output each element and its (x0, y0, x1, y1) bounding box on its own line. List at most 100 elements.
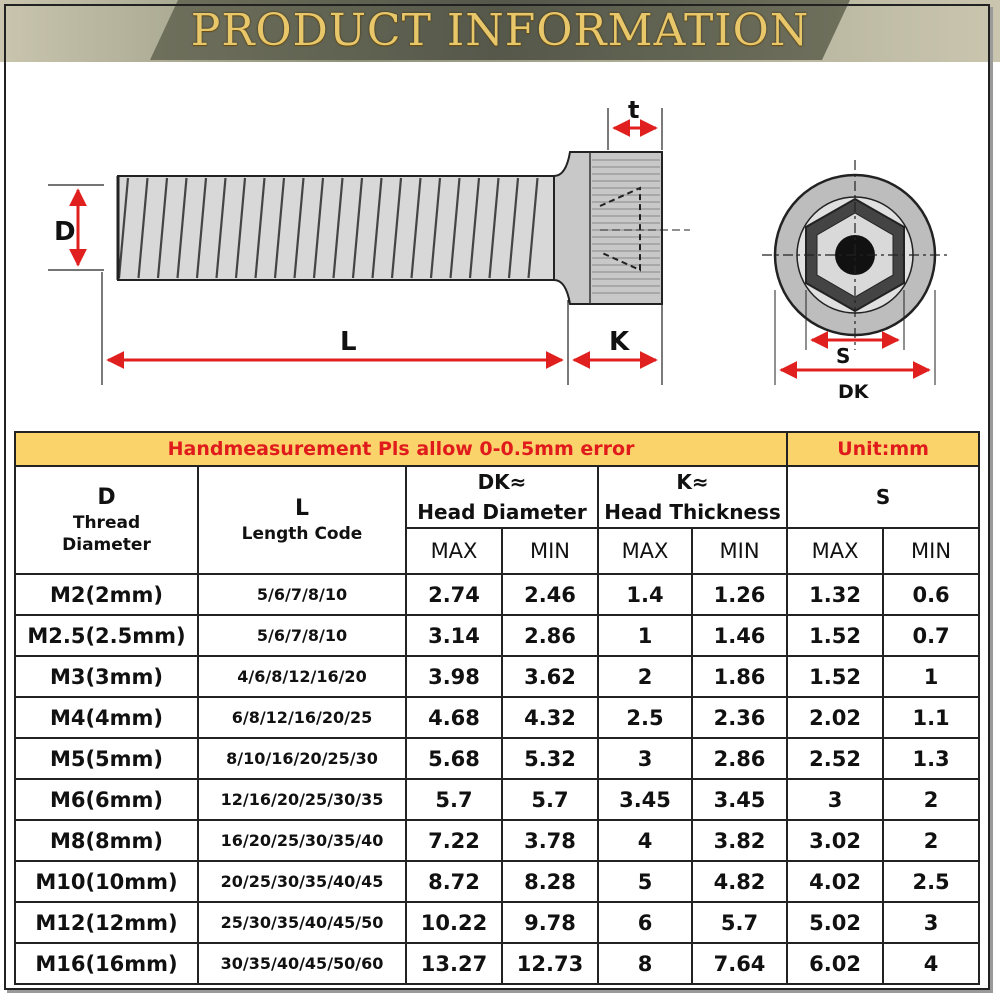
cell-length-code: 5/6/7/8/10 (197, 573, 407, 616)
header-thread-diameter: D Thread Diameter (14, 465, 199, 575)
cell-s-max: 6.02 (786, 942, 885, 985)
cell-k-max: 8 (597, 942, 693, 985)
cell-dk-max: 13.27 (405, 942, 503, 985)
cell-k-min: 4.82 (690, 860, 789, 903)
subheader-max: MAX (405, 527, 503, 575)
cell-k-min: 1.26 (690, 573, 789, 616)
label-s: S (836, 344, 850, 368)
cell-thread-size: M10(10mm) (14, 860, 199, 903)
cell-s-max: 2.52 (786, 737, 885, 780)
cell-k-min: 1.86 (690, 655, 789, 698)
cell-s-max: 5.02 (786, 901, 885, 944)
cell-k-max: 4 (597, 819, 693, 862)
cell-length-code: 4/6/8/12/16/20 (197, 655, 407, 698)
cell-s-max: 3.02 (786, 819, 885, 862)
dimension-arrows (69, 119, 658, 369)
subheader-min: MIN (501, 527, 599, 575)
cell-dk-max: 3.98 (405, 655, 503, 698)
banner-plate (150, 0, 850, 60)
cell-dk-max: 5.7 (405, 778, 503, 821)
subheader-max: MAX (786, 527, 885, 575)
cell-length-code: 6/8/12/16/20/25 (197, 696, 407, 739)
cell-k-min: 7.64 (690, 942, 789, 985)
cell-s-min: 0.6 (882, 573, 981, 616)
cell-length-code: 25/30/35/40/45/50 (197, 901, 407, 944)
cell-thread-size: M12(12mm) (14, 901, 199, 944)
cell-s-max: 1.32 (786, 573, 885, 616)
cell-dk-min: 2.86 (501, 614, 599, 657)
cell-s-min: 1.1 (882, 696, 981, 739)
cell-thread-size: M3(3mm) (14, 655, 199, 698)
subheader-row: MAX MIN MAX MIN MAX MIN (15, 527, 981, 575)
header-head-diameter: DK≈ Head Diameter (405, 465, 599, 529)
cell-dk-min: 3.62 (501, 655, 599, 698)
cell-s-max: 1.52 (786, 655, 885, 698)
cell-length-code: 8/10/16/20/25/30 (197, 737, 407, 780)
cell-thread-size: M16(16mm) (14, 942, 199, 985)
subheader-min: MIN (882, 527, 981, 575)
cell-k-min: 1.46 (690, 614, 789, 657)
cell-k-min: 3.82 (690, 819, 789, 862)
cell-k-max: 5 (597, 860, 693, 903)
cell-k-max: 1 (597, 614, 693, 657)
page-frame (4, 4, 990, 990)
cell-s-min: 3 (882, 901, 981, 944)
label-t: t (628, 96, 639, 124)
unit-note: Unit:mm (786, 431, 981, 467)
cell-k-min: 5.7 (690, 901, 789, 944)
spec-table-wrapper: Handmeasurement Pls allow 0-0.5mm error … (13, 431, 981, 985)
cell-dk-min: 5.7 (501, 778, 599, 821)
screw-shank (116, 175, 555, 281)
cell-k-max: 3.45 (597, 778, 693, 821)
cell-k-max: 3 (597, 737, 693, 780)
cell-dk-max: 2.74 (405, 573, 503, 616)
banner-title: PRODUCT INFORMATION (190, 4, 810, 56)
cell-k-max: 2 (597, 655, 693, 698)
cell-k-max: 1.4 (597, 573, 693, 616)
cell-s-max: 2.02 (786, 696, 885, 739)
cell-s-max: 4.02 (786, 860, 885, 903)
cell-length-code: 12/16/20/25/30/35 (197, 778, 407, 821)
header-row: D Thread Diameter L Length Code DK≈ Head… (14, 465, 981, 575)
cell-s-min: 0.7 (882, 614, 981, 657)
screw-head (553, 151, 690, 305)
header-head-thickness: K≈ Head Thickness (596, 465, 789, 529)
error-note: Handmeasurement Pls allow 0-0.5mm error (13, 431, 789, 467)
cell-dk-max: 8.72 (405, 860, 503, 903)
cell-thread-size: M2(2mm) (14, 573, 199, 616)
cell-k-max: 2.5 (597, 696, 693, 739)
header-s: S (786, 465, 981, 529)
cell-k-min: 3.45 (690, 778, 789, 821)
cell-length-code: 20/25/30/35/40/45 (197, 860, 407, 903)
cell-dk-max: 10.22 (405, 901, 503, 944)
cell-s-max: 1.52 (786, 614, 885, 657)
cell-s-min: 2.5 (882, 860, 981, 903)
cell-s-min: 1.3 (882, 737, 981, 780)
subheader-max: MAX (597, 527, 693, 575)
cell-dk-min: 4.32 (501, 696, 599, 739)
cell-dk-min: 2.46 (501, 573, 599, 616)
extension-lines (48, 108, 663, 385)
screw-end-view (762, 160, 950, 385)
cell-s-min: 2 (882, 819, 981, 862)
end-view-arrows (779, 331, 931, 379)
cell-thread-size: M6(6mm) (14, 778, 199, 821)
label-l: L (340, 327, 357, 357)
cell-dk-min: 12.73 (501, 942, 599, 985)
label-d: D (54, 217, 76, 247)
cell-thread-size: M2.5(2.5mm) (14, 614, 199, 657)
header-length-code: L Length Code (197, 465, 407, 575)
cell-s-min: 1 (882, 655, 981, 698)
cell-length-code: 30/35/40/45/50/60 (197, 942, 407, 985)
screw-dimension-drawing: D L K t S DK (48, 96, 950, 403)
